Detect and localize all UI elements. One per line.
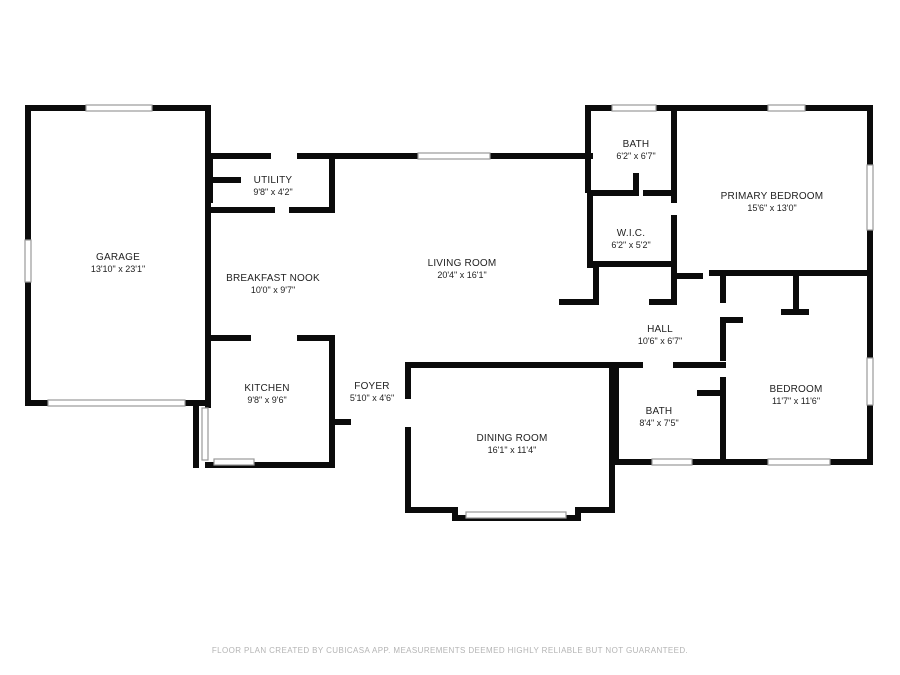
dining-room-label: DINING ROOM <box>476 433 547 444</box>
primary-bedroom-wall <box>802 105 873 168</box>
window <box>866 357 874 406</box>
foyer-dimensions: 5'10" x 4'6" <box>350 393 394 403</box>
window <box>866 164 874 231</box>
walls <box>25 105 873 521</box>
footer-disclaimer: FLOOR PLAN CREATED BY CUBICASA APP. MEAS… <box>211 646 689 655</box>
hall-label: HALL <box>647 324 673 335</box>
kitchen-dimensions: 9'8" x 9'6" <box>247 395 286 405</box>
breakfast-nook-dimensions: 10'0" x 9'7" <box>251 285 295 295</box>
wic-wall <box>589 215 677 267</box>
utility-wall <box>289 153 335 213</box>
breakfast-nook-label: BREAKFAST NOOK <box>226 273 320 284</box>
utility-dimensions: 9'8" x 4'2" <box>253 187 292 197</box>
window <box>201 407 209 461</box>
bath-top-dimensions: 6'2" x 6'7" <box>616 151 655 161</box>
window <box>651 458 693 466</box>
room-labels: GARAGE 13'10" x 23'1" UTILITY 9'8" x 4'2… <box>91 139 824 455</box>
wic-wall <box>649 265 677 305</box>
window <box>767 104 806 112</box>
utility-label: UTILITY <box>254 175 293 186</box>
primary-bedroom-label: PRIMARY BEDROOM <box>721 191 824 202</box>
wic-label: W.I.C. <box>617 228 645 239</box>
hall-dimensions: 10'6" x 6'7" <box>638 336 682 346</box>
garage-dimensions: 13'10" x 23'1" <box>91 264 145 274</box>
window <box>47 399 186 407</box>
window <box>24 239 32 283</box>
kitchen-label: KITCHEN <box>244 383 289 394</box>
kitchen-wall <box>297 335 335 463</box>
bedroom-label: BEDROOM <box>769 384 822 395</box>
wic-wall <box>559 265 599 305</box>
primary-bedroom-dimensions: 15'6" x 13'0" <box>747 203 796 213</box>
windows <box>24 104 874 519</box>
bath-bottom-dimensions: 8'4" x 7'5" <box>639 418 678 428</box>
living-room-dimensions: 20'4" x 16'1" <box>437 270 486 280</box>
living-room-label: LIVING ROOM <box>428 258 497 269</box>
window <box>85 104 153 112</box>
window <box>213 458 255 466</box>
garage-label: GARAGE <box>96 252 140 263</box>
wic-dimensions: 6'2" x 5'2" <box>611 240 650 250</box>
bath-bottom-label: BATH <box>646 406 673 417</box>
dining-room-wall <box>405 362 615 521</box>
bedroom-wall <box>827 402 873 465</box>
window <box>465 511 567 519</box>
bath-top-label: BATH <box>623 139 650 150</box>
window <box>611 104 657 112</box>
bedroom-dimensions: 11'7" x 11'6" <box>772 396 820 406</box>
window <box>417 152 491 160</box>
window <box>767 458 831 466</box>
dining-room-dimensions: 16'1" x 11'4" <box>488 445 537 455</box>
foyer-label: FOYER <box>354 381 389 392</box>
